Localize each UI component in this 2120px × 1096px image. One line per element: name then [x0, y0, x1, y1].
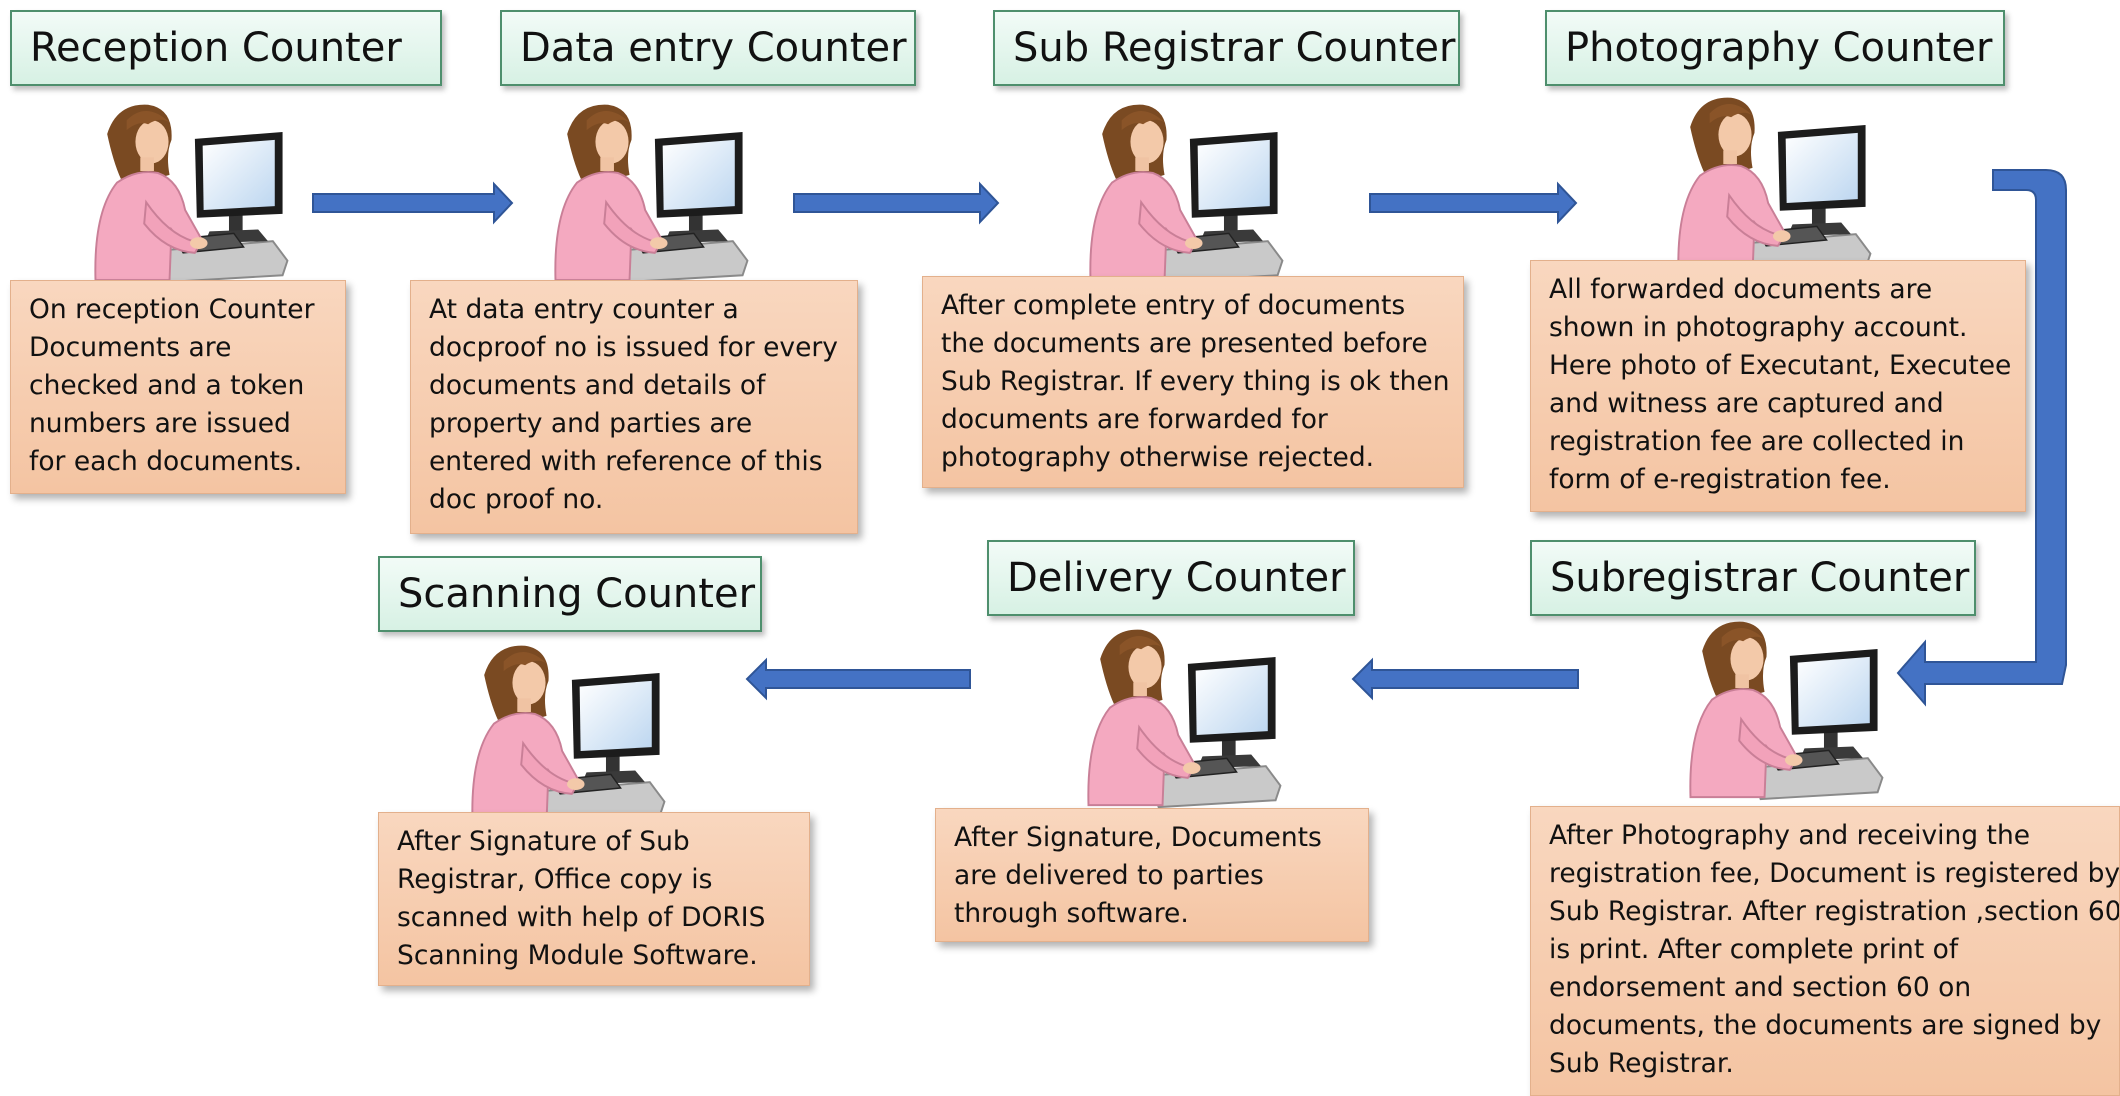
description-line: is print. After complete print of: [1549, 934, 1959, 965]
description-line: form of e-registration fee.: [1549, 464, 1891, 495]
description-line: All forwarded documents are: [1549, 274, 1933, 305]
computer-operator-icon: [1089, 103, 1284, 284]
description-line: Sub Registrar. If every thing is ok then: [941, 366, 1450, 397]
reception-counter-description: On reception Counter Documents are check…: [10, 280, 346, 494]
description-line: registration fee are collected in: [1549, 426, 1965, 457]
counter-title-text: Scanning Counter: [398, 571, 756, 617]
scanning-counter-description: After Signature of Sub Registrar, Office…: [378, 812, 810, 986]
description-line: Sub Registrar. After registration ,secti…: [1549, 896, 2120, 927]
description-line: docproof no is issued for every: [429, 332, 838, 363]
description-line: After Signature, Documents: [954, 822, 1322, 853]
computer-operator-icon: [1087, 628, 1282, 809]
arrow-delivery-to-scanning: [745, 657, 971, 701]
computer-operator-icon: [94, 103, 289, 284]
description-line: endorsement and section 60 on: [1549, 972, 1972, 1003]
counter-title-text: Subregistrar Counter: [1550, 555, 1970, 601]
counter-title-text: Sub Registrar Counter: [1013, 25, 1456, 71]
description-line: After Signature of Sub: [397, 826, 690, 857]
description-line: are delivered to parties: [954, 860, 1264, 891]
arrow-dataentry-to-subregistrar: [793, 181, 1000, 225]
description-line: scanned with help of DORIS: [397, 902, 766, 933]
description-line: photography otherwise rejected.: [941, 442, 1375, 473]
photography-counter-title: Photography Counter: [1545, 10, 2005, 86]
delivery-counter-title: Delivery Counter: [987, 540, 1355, 616]
counter-title-text: Data entry Counter: [520, 25, 907, 71]
description-line: registration fee, Document is registered…: [1549, 858, 2120, 889]
description-line: documents are forwarded for: [941, 404, 1328, 435]
counter-title-text: Photography Counter: [1565, 25, 1993, 71]
computer-operator-icon: [554, 103, 749, 284]
description-line: and witness are captured and: [1549, 388, 1944, 419]
description-line: Documents are: [29, 332, 232, 363]
data-entry-counter-description: At data entry counter a docproof no is i…: [410, 280, 858, 534]
description-line: documents and details of: [429, 370, 766, 401]
subregistrar-counter-description: After Photography and receiving the regi…: [1530, 806, 2120, 1096]
description-line: At data entry counter a: [429, 294, 739, 325]
description-line: After Photography and receiving the: [1549, 820, 2031, 851]
description-line: Scanning Module Software.: [397, 940, 758, 971]
description-line: Here photo of Executant, Executee: [1549, 350, 2012, 381]
photography-counter-description: All forwarded documents are shown in pho…: [1530, 260, 2026, 512]
arrow-subregistrar-to-delivery: [1351, 657, 1579, 701]
arrow-photography-to-subregistrar: [1896, 169, 2067, 707]
computer-operator-icon: [1689, 620, 1884, 801]
arrow-reception-to-dataentry: [312, 181, 514, 225]
description-line: checked and a token: [29, 370, 305, 401]
description-line: through software.: [954, 898, 1189, 929]
subregistrar-counter-title: Subregistrar Counter: [1530, 540, 1976, 616]
description-line: numbers are issued: [29, 408, 291, 439]
description-line: Registrar, Office copy is: [397, 864, 713, 895]
description-line: Sub Registrar.: [1549, 1048, 1734, 1079]
description-line: entered with reference of this: [429, 446, 823, 477]
description-line: On reception Counter: [29, 294, 315, 325]
sub-registrar-counter-title: Sub Registrar Counter: [993, 10, 1460, 86]
description-line: documents, the documents are signed by: [1549, 1010, 2102, 1041]
delivery-counter-description: After Signature, Documents are delivered…: [935, 808, 1369, 942]
data-entry-counter-title: Data entry Counter: [500, 10, 916, 86]
counter-title-text: Reception Counter: [30, 25, 402, 71]
scanning-counter-title: Scanning Counter: [378, 556, 762, 632]
description-line: property and parties are: [429, 408, 753, 439]
description-line: doc proof no.: [429, 484, 604, 515]
description-line: for each documents.: [29, 446, 303, 477]
counter-title-text: Delivery Counter: [1007, 555, 1346, 601]
description-line: shown in photography account.: [1549, 312, 1968, 343]
reception-counter-title: Reception Counter: [10, 10, 442, 86]
arrow-subregistrar-to-photography: [1369, 181, 1578, 225]
sub-registrar-counter-description: After complete entry of documents the do…: [922, 276, 1464, 488]
description-line: After complete entry of documents: [941, 290, 1406, 321]
computer-operator-icon: [1677, 96, 1872, 277]
description-line: the documents are presented before: [941, 328, 1428, 359]
computer-operator-icon: [471, 644, 666, 825]
